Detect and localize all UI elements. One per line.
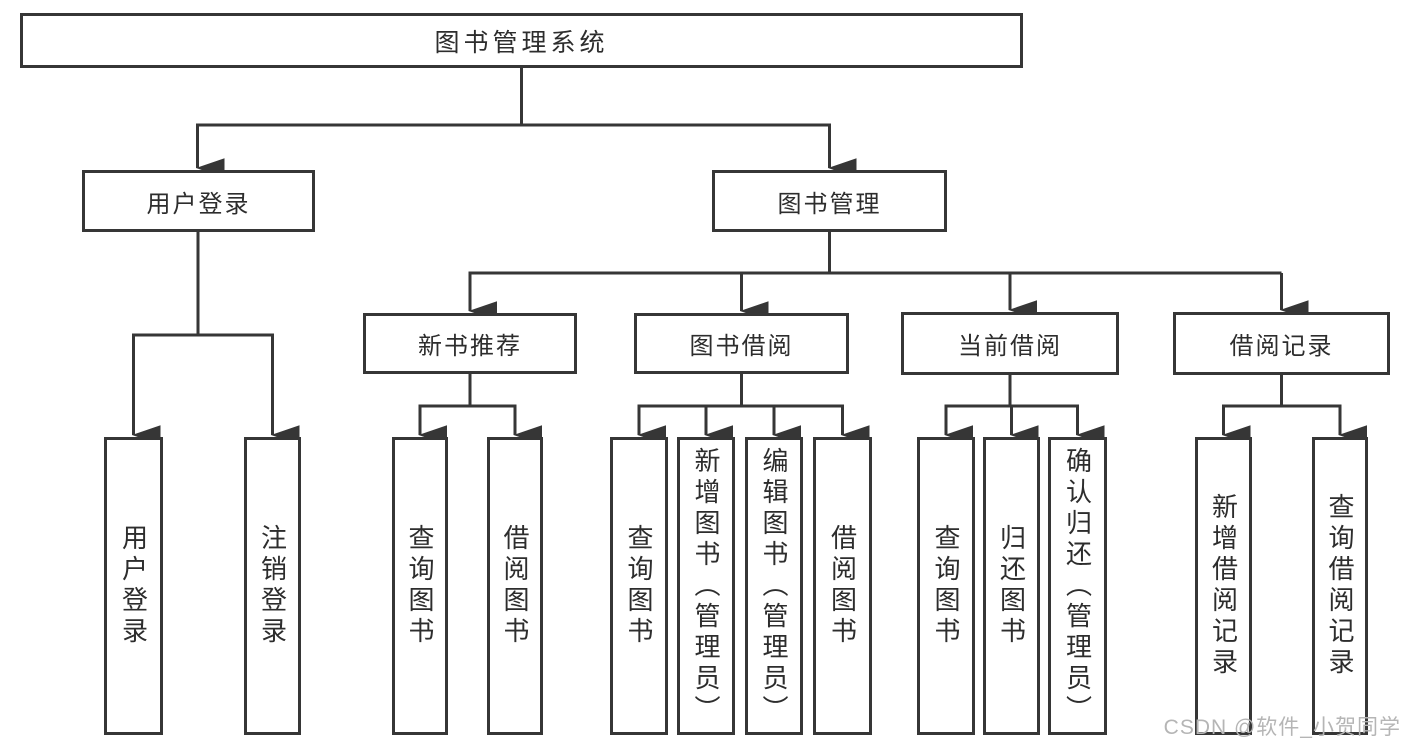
leaf-logout: 注销登录 — [244, 437, 301, 735]
csdn-watermark: CSDN @软件_小贺同学 — [1163, 716, 1401, 739]
leaf-query-books-current: 查询图书 — [917, 437, 975, 735]
leaf-edit-book-admin: 编辑图书（管理员） — [745, 437, 803, 735]
leaf-return-books: 归还图书 — [983, 437, 1040, 735]
leaf-query-books-borrow: 查询图书 — [610, 437, 668, 735]
leaf-edit-book-admin-label: 编辑图书（管理员） — [759, 446, 789, 726]
leaf-add-book-admin-label: 新增图书（管理员） — [691, 446, 721, 726]
leaf-user-login: 用户登录 — [104, 437, 163, 735]
leaf-query-books-recommend-label: 查询图书 — [405, 524, 435, 648]
node-new-book-recommend: 新书推荐 — [363, 313, 577, 374]
node-library-system: 图书管理系统 — [20, 13, 1023, 68]
leaf-query-books-borrow-label: 查询图书 — [624, 524, 654, 648]
leaf-query-borrow-record: 查询借阅记录 — [1312, 437, 1368, 735]
node-book-management: 图书管理 — [712, 170, 947, 232]
leaf-return-books-label: 归还图书 — [996, 524, 1027, 648]
leaf-query-books-current-label: 查询图书 — [931, 524, 961, 648]
leaf-confirm-return-admin: 确认归还（管理员） — [1048, 437, 1107, 735]
leaf-add-book-admin: 新增图书（管理员） — [677, 437, 735, 735]
leaf-confirm-return-admin-label: 确认归还（管理员） — [1062, 446, 1093, 726]
leaf-query-borrow-record-label: 查询借阅记录 — [1325, 493, 1355, 679]
node-borrow-records: 借阅记录 — [1173, 312, 1390, 375]
leaf-borrow-books-borrow-label: 借阅图书 — [827, 524, 858, 648]
leaf-borrow-books-recommend: 借阅图书 — [487, 437, 543, 735]
node-book-borrow: 图书借阅 — [634, 313, 849, 374]
leaf-add-borrow-record-label: 新增借阅记录 — [1208, 493, 1239, 679]
leaf-logout-label: 注销登录 — [257, 524, 288, 648]
leaf-query-books-recommend: 查询图书 — [392, 437, 448, 735]
leaf-borrow-books-recommend-label: 借阅图书 — [500, 524, 530, 648]
node-user-login: 用户登录 — [82, 170, 315, 232]
leaf-add-borrow-record: 新增借阅记录 — [1195, 437, 1252, 735]
node-current-borrow: 当前借阅 — [901, 312, 1119, 375]
leaf-borrow-books-borrow: 借阅图书 — [813, 437, 872, 735]
leaf-user-login-label: 用户登录 — [118, 524, 149, 648]
